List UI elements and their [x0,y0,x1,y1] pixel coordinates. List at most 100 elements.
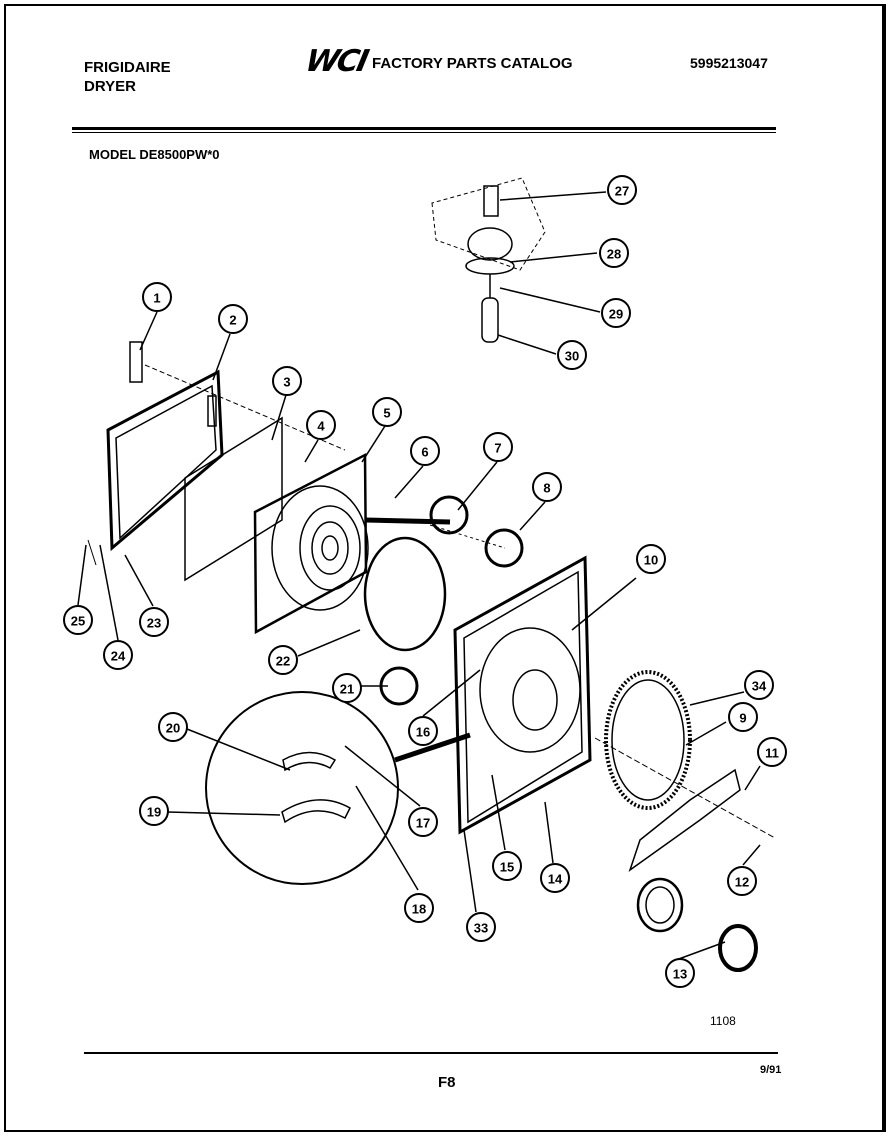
callout-label: 16 [416,725,430,740]
callout-label: 17 [416,816,430,831]
callout-bubble [404,893,434,923]
callout-9: 9 [728,702,758,732]
callout-21: 21 [332,673,362,703]
callout-label: 30 [565,349,579,364]
product-type: DRYER [84,78,136,95]
brand-name: FRIGIDAIRE [84,59,171,76]
callout-bubble [306,410,336,440]
header-rule [72,127,776,130]
callout-bubble [268,645,298,675]
callout-bubble [601,298,631,328]
model-number: MODEL DE8500PW*0 [89,147,220,162]
callout-bubble [466,912,496,942]
callout-bubble [408,716,438,746]
callout-17: 17 [408,807,438,837]
callout-label: 21 [340,682,354,697]
callout-bubble [492,851,522,881]
callout-label: 27 [615,184,629,199]
callout-1: 1 [142,282,172,312]
callout-label: 34 [752,679,767,694]
callout-label: 29 [609,307,623,322]
callout-label: 20 [166,721,180,736]
callout-23: 23 [139,607,169,637]
callout-4: 4 [306,410,336,440]
callout-bubble [410,436,440,466]
callout-13: 13 [665,958,695,988]
callout-label: 9 [739,711,746,726]
callout-5: 5 [372,397,402,427]
callout-bubble [728,702,758,732]
callout-bubble [332,673,362,703]
callout-label: 2 [229,313,236,328]
callout-label: 24 [111,649,126,664]
callout-22: 22 [268,645,298,675]
callout-label: 25 [71,614,85,629]
callout-label: 28 [607,247,621,262]
page-code: F8 [438,1074,456,1091]
callout-12: 12 [727,866,757,896]
callout-18: 18 [404,893,434,923]
callout-bubble [540,863,570,893]
callout-bubble [372,397,402,427]
callout-label: 13 [673,967,687,982]
callout-label: 15 [500,860,514,875]
catalog-title: FACTORY PARTS CATALOG [372,55,573,72]
callout-30: 30 [557,340,587,370]
page-frame [4,4,886,1132]
diagram-artwork [77,177,776,972]
callout-29: 29 [601,298,631,328]
callout-bubble [63,605,93,635]
callout-7: 7 [483,432,513,462]
callout-bubble [139,796,169,826]
callout-27: 27 [607,175,637,205]
callout-label: 18 [412,902,426,917]
callout-bubble [139,607,169,637]
part-8-detail-circle [484,528,524,568]
callout-label: 4 [317,419,325,434]
callout-19: 19 [139,796,169,826]
callout-24: 24 [103,640,133,670]
callout-15: 15 [492,851,522,881]
callout-bubble [727,866,757,896]
callout-8: 8 [532,472,562,502]
callout-label: 22 [276,654,290,669]
header-rule-thin [72,132,776,133]
callout-bubble [408,807,438,837]
drawing-number: 1108 [710,1014,736,1028]
callout-2: 2 [218,304,248,334]
callout-bubble [103,640,133,670]
catalog-part-number: 5995213047 [690,55,768,71]
callout-label: 12 [735,875,749,890]
callout-label: 1 [153,291,160,306]
callout-6: 6 [410,436,440,466]
callout-bubble [532,472,562,502]
callout-label: 33 [474,921,488,936]
callout-3: 3 [272,366,302,396]
callout-bubble [599,238,629,268]
callout-bubble [218,304,248,334]
catalog-date: 9/91 [760,1064,782,1076]
callout-bubble [142,282,172,312]
callout-bubble [607,175,637,205]
callout-bubble [158,712,188,742]
callout-bubble [744,670,774,700]
callout-label: 14 [548,872,563,887]
brand-block: FRIGIDAIRE DRYER [84,58,171,96]
callout-bubble [557,340,587,370]
callout-label: 23 [147,616,161,631]
callout-34: 34 [744,670,774,700]
callout-11: 11 [757,737,787,767]
callout-bubble [272,366,302,396]
callout-label: 11 [765,746,779,761]
callout-label: 7 [494,441,501,456]
callout-10: 10 [636,544,666,574]
callout-28: 28 [599,238,629,268]
part-21-detail-circle [379,666,419,706]
callout-label: 3 [283,375,290,390]
callout-bubble [636,544,666,574]
callout-20: 20 [158,712,188,742]
callout-bubble [757,737,787,767]
callout-25: 25 [63,605,93,635]
